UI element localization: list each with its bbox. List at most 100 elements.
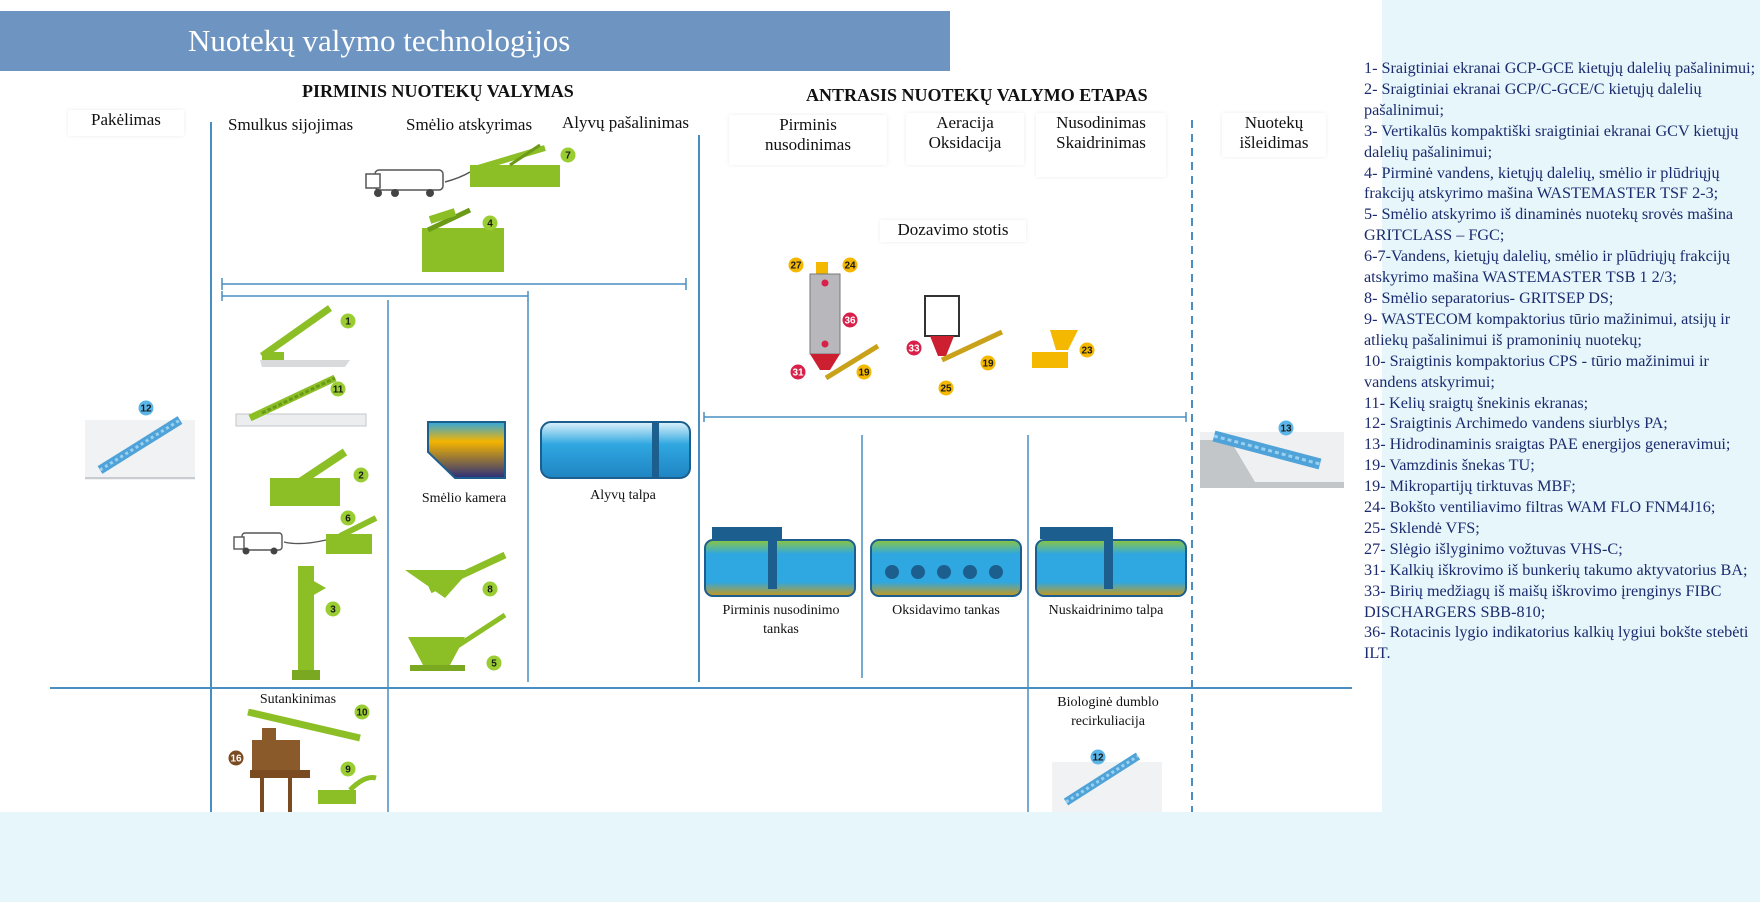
- legend-item: 4- Pirminė vandens, kietųjų dalelių, smė…: [1364, 163, 1720, 203]
- svg-text:16: 16: [230, 754, 242, 765]
- legend-item: 9- WASTECOM kompaktorius tūrio mažinimui…: [1364, 309, 1731, 349]
- machine-2: [270, 448, 348, 506]
- svg-text:19: 19: [858, 368, 870, 379]
- legend-item: 8- Smėlio separatorius- GRITSEP DS;: [1364, 288, 1614, 307]
- column-aeracija-oksidacija: Aeracija Oksidacija: [906, 113, 1024, 165]
- equipment-number-badge: 19: [856, 364, 872, 380]
- primary-tank-label-line2: tankas: [763, 622, 799, 637]
- primary-tank-label-line1: Pirminis nusodinimo: [722, 603, 840, 618]
- svg-text:31: 31: [792, 368, 804, 379]
- equipment-number-badge: 10: [354, 704, 370, 720]
- compaction-label: Sutankinimas: [246, 690, 350, 709]
- svg-text:36: 36: [844, 316, 856, 327]
- grit-chamber-label: Smėlio kamera: [412, 489, 516, 508]
- legend-item: 31- Kalkių iškrovimo iš bunkerių takumo …: [1364, 560, 1748, 579]
- machine-7-with-truck: [365, 143, 560, 197]
- svg-text:2: 2: [358, 471, 364, 482]
- legend-item: 5- Smėlio atskyrimo iš dinaminės nuotekų…: [1364, 205, 1734, 245]
- equipment-number-badge: 12: [138, 400, 154, 416]
- recirculation-screw-pump-12: [1052, 752, 1162, 812]
- grit-separator-8: [405, 551, 507, 598]
- grit-chamber: [427, 421, 506, 479]
- micro-batcher: [1032, 330, 1078, 368]
- column-isleidimas-line1: Nuotekų: [1244, 113, 1304, 132]
- legend-item: 19- Vamzdinis šnekas TU;: [1364, 456, 1535, 475]
- equipment-number-badge: 3: [325, 601, 341, 617]
- svg-text:13: 13: [1280, 424, 1292, 435]
- svg-text:23: 23: [1081, 346, 1093, 357]
- svg-text:8: 8: [487, 585, 493, 596]
- column-pirminis-nusodinimas: Pirminis nusodinimas: [729, 115, 887, 165]
- equipment-number-badge: 36: [842, 312, 858, 328]
- svg-text:27: 27: [790, 261, 802, 272]
- legend-item: 25- Sklendė VFS;: [1364, 518, 1480, 537]
- svg-text:11: 11: [333, 385, 344, 396]
- column-smulkus-sijojimas: Smulkus sijojimas: [228, 115, 354, 134]
- equipment-number-badge: 16: [228, 750, 244, 766]
- equipment-number-badge: 25: [938, 380, 954, 396]
- oxidation-tank-label: Oksidavimo tankas: [873, 601, 1019, 620]
- legend-item: 36- Rotacinis lygio indikatorius kalkių …: [1364, 623, 1749, 663]
- equipment-number-badge: 27: [788, 257, 804, 273]
- equipment-number-badge: 23: [1079, 342, 1095, 358]
- lime-silo: [809, 262, 880, 381]
- legend-item: 13- Hidrodinaminis sraigtas PAE energijo…: [1364, 435, 1731, 454]
- svg-text:12: 12: [1092, 753, 1104, 764]
- secondary-treatment-heading: ANTRASIS NUOTEKŲ VALYMO ETAPAS: [806, 85, 1148, 105]
- bio-sludge-recirculation-label: Biologinė dumblo recirkuliacija: [1040, 693, 1176, 731]
- machine-4: [422, 207, 504, 272]
- primary-treatment-heading: PIRMINIS NUOTEKŲ VALYMAS: [302, 81, 574, 101]
- oil-tank: [540, 421, 691, 479]
- clarifier-tank-label: Nuskaidrinimo talpa: [1040, 601, 1172, 620]
- equipment-number-badge: 5: [486, 655, 502, 671]
- equipment-number-badge: 33: [906, 340, 922, 356]
- svg-text:19: 19: [982, 359, 994, 370]
- legend-item: 33- Birių medžiagų iš maišų iškrovimo įr…: [1364, 581, 1722, 621]
- svg-text:7: 7: [565, 151, 571, 162]
- equipment-number-badge: 9: [340, 761, 356, 777]
- equipment-number-badge: 12: [1090, 749, 1106, 765]
- column-nusodinimas-skaidrinimas: Nusodinimas Skaidrinimas: [1036, 113, 1166, 177]
- compactor-10: [247, 708, 361, 742]
- column-nuoteku-isleidimas: Nuotekų išleidimas: [1222, 113, 1326, 157]
- svg-text:9: 9: [345, 765, 351, 776]
- equipment-number-badge: 2: [353, 467, 369, 483]
- svg-text:3: 3: [330, 605, 336, 616]
- equipment-number-badge: 8: [482, 581, 498, 597]
- svg-text:4: 4: [487, 219, 493, 230]
- column-smelio-atskyrimas: Smėlio atskyrimas: [406, 115, 533, 134]
- hydrodynamic-screw-13: [1200, 430, 1344, 488]
- legend-item: 1- Sraigtiniai ekranai GCP-GCE kietųjų d…: [1364, 59, 1756, 77]
- machine-11: [235, 374, 367, 427]
- primary-settling-tank: [704, 527, 856, 597]
- legend-item: 12- Sraigtinis Archimedo vandens siurbly…: [1364, 414, 1668, 433]
- dosing-station-label: Dozavimo stotis: [880, 220, 1026, 242]
- svg-text:10: 10: [356, 708, 368, 719]
- svg-text:24: 24: [844, 261, 856, 272]
- column-pirminis-line1: Pirminis: [779, 115, 837, 134]
- column-alyvu-pasalinimas: Alyvų pašalinimas: [562, 113, 690, 132]
- svg-text:12: 12: [140, 404, 152, 415]
- title-bar: Nuotekų valymo technologijos: [0, 11, 950, 71]
- legend-item: 6-7-Vandens, kietųjų dalelių, smėlio ir …: [1364, 247, 1730, 287]
- primary-settling-tank-label: Pirminis nusodinimo tankas: [709, 601, 853, 639]
- dewatering-16: [250, 728, 310, 812]
- equipment-number-badge: 6: [340, 510, 356, 526]
- archimedes-screw-pump-12: [85, 416, 195, 480]
- column-nusodinimas-line2: Skaidrinimas: [1056, 133, 1146, 152]
- equipment-number-badge: 13: [1278, 420, 1294, 436]
- column-aeracija-line1: Aeracija: [936, 113, 994, 132]
- grit-classifier-5: [408, 612, 507, 671]
- equipment-number-badge: 7: [560, 147, 576, 163]
- svg-text:1: 1: [345, 317, 351, 328]
- compactor-9: [318, 775, 377, 804]
- equipment-number-badge: 1: [340, 313, 356, 329]
- clarifier-tank: [1035, 527, 1187, 597]
- bio-label-line2: recirkuliacija: [1071, 714, 1145, 729]
- column-nusodinimas-line1: Nusodinimas: [1056, 113, 1146, 132]
- machine-3: [292, 566, 326, 680]
- machine-6-with-truck: [233, 515, 378, 555]
- oil-tank-label: Alyvų talpa: [563, 486, 683, 505]
- legend-item: 24- Bokšto ventiliavimo filtras WAM FLO …: [1364, 498, 1716, 517]
